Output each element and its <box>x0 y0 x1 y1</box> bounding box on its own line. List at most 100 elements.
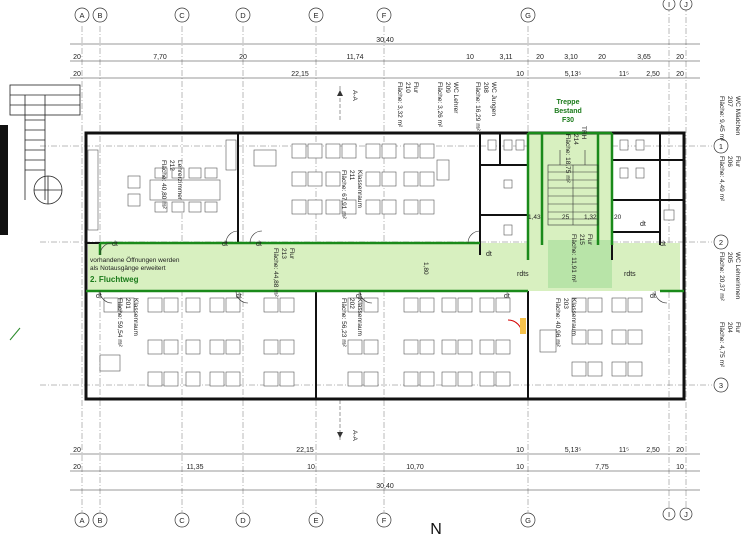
room-205-number: 205 <box>726 252 733 263</box>
dim-top-r2-4: 11⁵ <box>619 71 629 78</box>
room-215-title: Flur <box>586 234 593 246</box>
dim-top-r1-7: 3,10 <box>564 54 578 61</box>
dim-top-r1-4: 10 <box>466 54 474 61</box>
room-201-title: Klassenraum <box>132 298 139 336</box>
dim-bottom-r2-4: 10 <box>516 464 524 471</box>
grid-label-bottom-f: F <box>382 516 387 525</box>
grid-labels-bottom <box>74 507 693 528</box>
room-204-title: Flur <box>734 322 741 334</box>
dim-bottom-r2-5: 7,75 <box>595 464 609 471</box>
dim-bottom-overall: 30,40 <box>376 483 394 490</box>
dim-bottom-r1-2: 10 <box>516 447 524 454</box>
dim-bottom-r1-6: 20 <box>676 447 684 454</box>
room-208-title: WC Jungen <box>490 82 497 116</box>
room-206-area: Fläche: 4,49 m² <box>718 156 725 202</box>
dim-bottom-r1-3: 5,13⁵ <box>565 447 582 454</box>
grid-label-bottom-i: I <box>668 510 670 519</box>
classroom-202-desks <box>347 297 511 387</box>
room-207-number: 207 <box>726 96 733 107</box>
grid-label-right-1: 1 <box>719 142 723 151</box>
dim-top-r2-2: 10 <box>516 71 524 78</box>
dim-top-r2-5: 2,50 <box>646 71 660 78</box>
small-dim-1: 25 <box>562 214 570 221</box>
room-202-number: 202 <box>348 298 355 309</box>
room-203-number: 203 <box>562 298 569 309</box>
dim-top-overall: 30,40 <box>376 37 394 44</box>
room-208-number: 208 <box>482 82 489 93</box>
door-label-dt: dt <box>112 241 118 248</box>
grid-label-bottom-a: A <box>79 516 84 525</box>
dim-bottom-r2-0: 20 <box>73 464 81 471</box>
emergency-exit-note-line2: als Notausgänge erweitert <box>90 265 166 272</box>
room-215-number: 215 <box>578 234 585 245</box>
room-215-area: Fläche: 11,91 m² <box>570 234 577 283</box>
door-label-dt: dt <box>640 221 646 228</box>
door-label-dt: dt <box>486 251 492 258</box>
exterior-wall-left <box>0 125 8 235</box>
small-dim-3: 20 <box>614 214 622 221</box>
grid-label-bottom-b: B <box>97 516 102 525</box>
door-swings <box>99 230 668 304</box>
door-label-dt: dt <box>504 293 510 300</box>
room-210-title: Flur <box>412 82 419 94</box>
room-202-title: Klassenraum <box>356 298 363 336</box>
grid-label-top-f: F <box>382 11 387 20</box>
door-label-rdts: rdts <box>517 271 529 278</box>
small-dim-2: 1,32 <box>584 214 597 221</box>
room-204-number: 204 <box>726 322 733 333</box>
room-211-number: 211 <box>348 170 355 181</box>
door-label-dt: dt <box>650 293 656 300</box>
wc-fixtures <box>487 139 675 236</box>
dim-bottom-r2-3: 10,70 <box>406 464 424 471</box>
dim-bottom-r2-1: 11,35 <box>187 464 204 471</box>
classroom-203-desks <box>539 297 643 377</box>
room-210-area: Fläche: 3,32 m² <box>396 82 403 128</box>
grid-label-bottom-d: D <box>240 516 246 525</box>
room-209-area: Fläche: 3,26 m² <box>436 82 443 128</box>
section-marker <box>337 86 343 440</box>
fire-door-swing <box>507 319 523 335</box>
grid-label-bottom-j: J <box>684 510 688 519</box>
room-206-title: Flur <box>734 156 741 168</box>
room-210-number: 210 <box>404 82 411 93</box>
door-label-dt: dt <box>96 293 102 300</box>
room-203-area: Fläche: 40,96 m² <box>554 298 561 348</box>
dim-top-r2-1: 22,15 <box>291 71 309 78</box>
stair-landing-fill <box>548 240 612 288</box>
grid-label-right-3: 3 <box>719 381 723 390</box>
stair-label-line1: Treppe <box>557 99 580 106</box>
dim-top-r1-3: 11,74 <box>347 54 364 61</box>
small-dim-0: 1,43 <box>528 214 541 221</box>
exterior-stair <box>9 84 81 205</box>
room-209-title: WC Lehrer <box>452 82 459 114</box>
room-214-area: Fläche: 18,75 m² <box>564 134 571 184</box>
escape-route-label: 2. Fluchtweg <box>90 275 139 284</box>
dim-bottom-r1-5: 2,50 <box>646 447 660 454</box>
dim-top-r1-8: 20 <box>598 54 606 61</box>
escape-route-walls <box>86 131 684 293</box>
classroom-201-desks <box>99 297 295 387</box>
dim-top-r2-6: 20 <box>676 71 684 78</box>
door-label-dt: dt <box>356 293 362 300</box>
door-label-dt: dt <box>236 293 242 300</box>
dim-bottom-r1-1: 22,15 <box>296 447 314 454</box>
staffroom-table <box>87 139 237 231</box>
section-label-top: A-A <box>351 90 358 102</box>
grid-label-top-a: A <box>79 11 84 20</box>
dim-top-r2-0: 20 <box>73 71 81 78</box>
grid-labels-right <box>713 138 729 393</box>
dim-top-r1-10: 20 <box>676 54 684 61</box>
room-212-number: 212 <box>168 160 175 171</box>
corridor-width: 1,80 <box>422 262 429 275</box>
room-214-number: 214 <box>572 134 579 145</box>
room-211-area: Fläche: 67,91 m² <box>340 170 347 220</box>
classroom-211-desks <box>253 143 450 215</box>
grid-label-top-i: I <box>668 0 670 9</box>
grid-label-top-d: D <box>240 11 246 20</box>
exterior-walls <box>84 131 686 401</box>
room-213-title: Flur <box>288 248 295 260</box>
stair-label-line3: F30 <box>562 117 574 124</box>
grid-label-top-g: G <box>525 11 531 20</box>
room-204-area: Fläche: 4,75 m² <box>718 322 725 368</box>
